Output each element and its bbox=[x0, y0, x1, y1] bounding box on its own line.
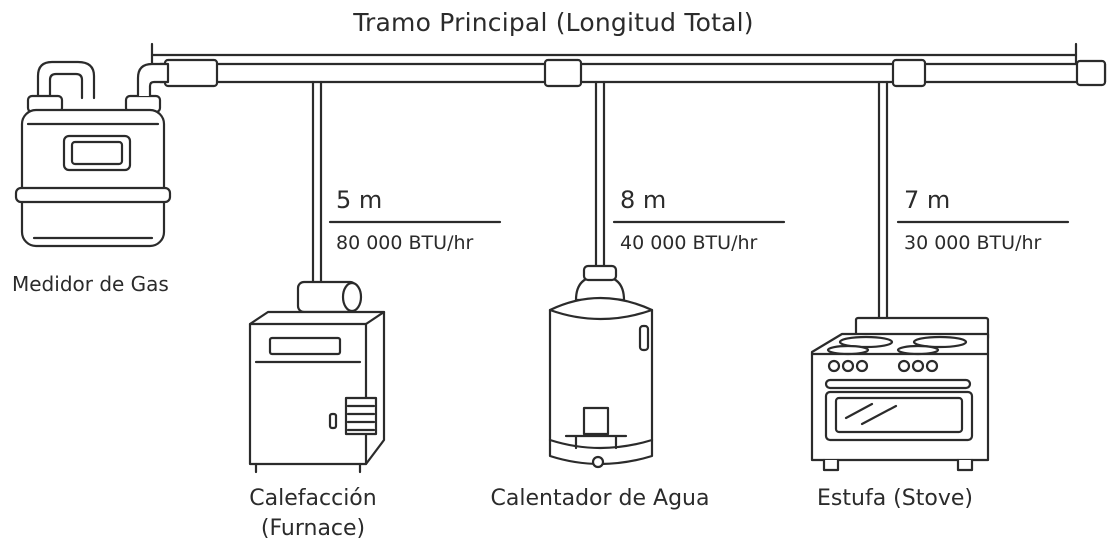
pipe-tee-fitting bbox=[891, 58, 927, 88]
branch-load-stove: 30 000 BTU/hr bbox=[904, 232, 1042, 254]
gas-meter-icon bbox=[14, 60, 172, 248]
appliance-label-water-heater: Calentador de Agua bbox=[466, 484, 734, 514]
pipe-coupling bbox=[163, 58, 219, 88]
furnace-icon bbox=[248, 280, 386, 474]
branch-length-furnace: 5 m bbox=[336, 186, 383, 214]
appliance-label-stove: Estufa (Stove) bbox=[790, 484, 1000, 514]
pipe-tee-fitting bbox=[543, 58, 583, 88]
water-heater-icon bbox=[548, 264, 654, 469]
stove-icon bbox=[810, 316, 990, 472]
appliance-name-stove: Estufa (Stove) bbox=[817, 486, 973, 511]
branch-length-stove: 7 m bbox=[904, 186, 951, 214]
appliance-label-furnace: Calefacción (Furnace) bbox=[213, 484, 413, 544]
gas-meter-label: Medidor de Gas bbox=[12, 272, 169, 296]
appliance-name-furnace-english: (Furnace) bbox=[260, 516, 366, 541]
branch-load-furnace: 80 000 BTU/hr bbox=[336, 232, 474, 254]
pipe-end-fitting bbox=[1075, 59, 1107, 87]
appliance-name-water-heater: Calentador de Agua bbox=[490, 486, 710, 511]
total-length-dimension-line bbox=[150, 42, 1078, 68]
appliance-name-furnace: Calefacción bbox=[249, 486, 377, 511]
branch-length-water-heater: 8 m bbox=[620, 186, 667, 214]
main-run-title: Tramo Principal (Longitud Total) bbox=[353, 8, 754, 37]
branch-load-water-heater: 40 000 BTU/hr bbox=[620, 232, 758, 254]
main-pipe bbox=[158, 58, 1107, 88]
branch-pipes bbox=[311, 80, 889, 322]
